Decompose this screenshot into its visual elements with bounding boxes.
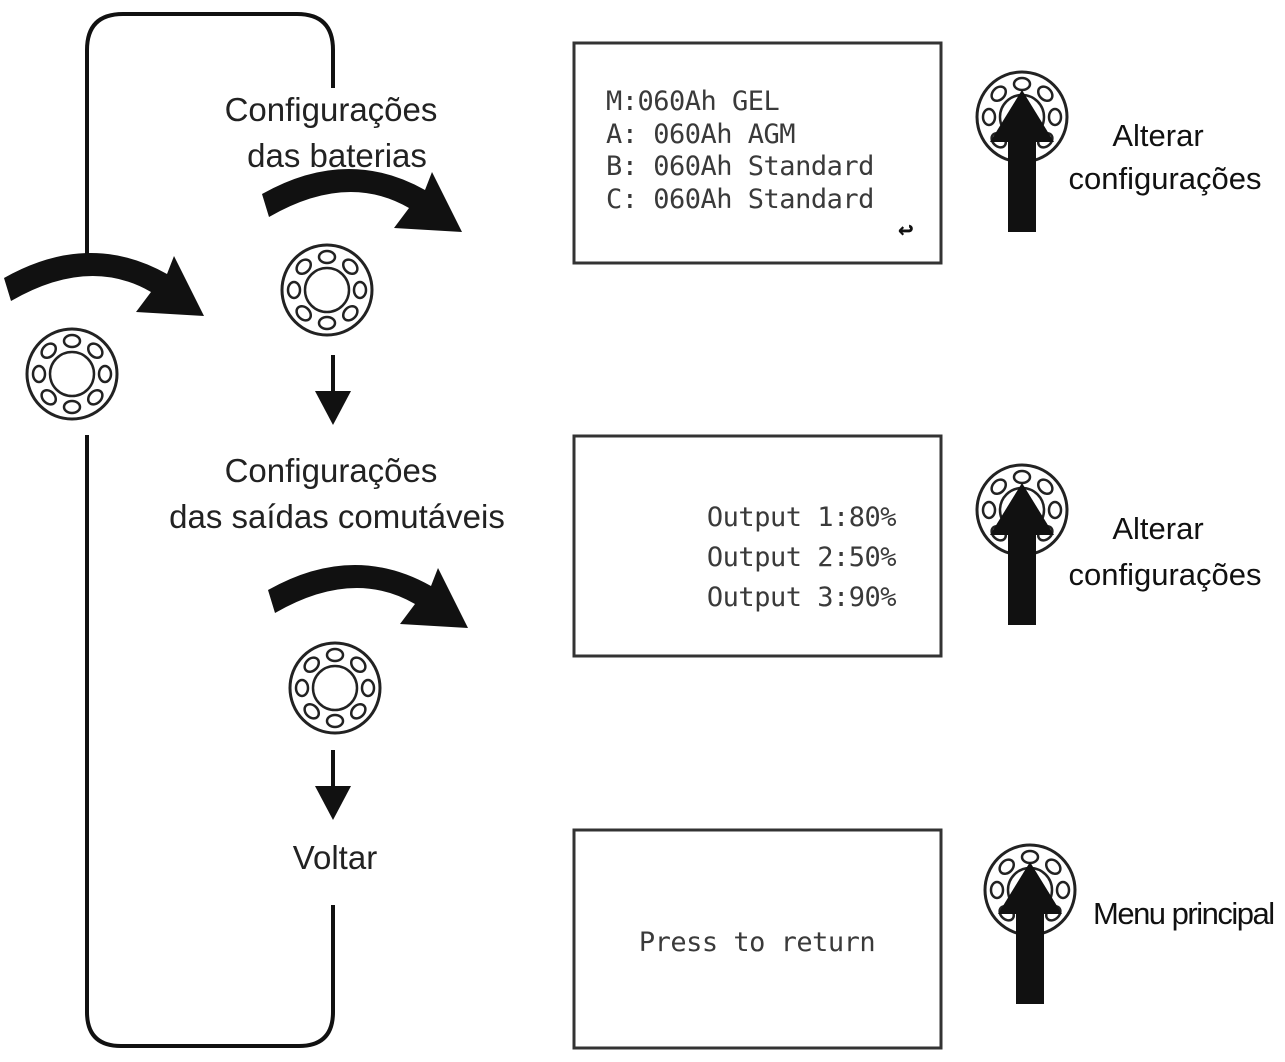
- down-arrow-icon: [315, 355, 351, 425]
- screen-line: M:060Ah GEL: [606, 86, 780, 117]
- outputs-press-control[interactable]: [975, 463, 1069, 625]
- screen-line: Output 2:50%: [707, 542, 896, 573]
- entry-rotate-control[interactable]: [4, 252, 204, 421]
- screen-line: Press to return: [639, 927, 875, 958]
- step-return-label: Voltar: [293, 839, 377, 876]
- battery-action-label-line1: Alterar: [1112, 118, 1203, 153]
- outputs-action-label-line1: Alterar: [1112, 511, 1203, 546]
- screen-line: A: 060Ah AGM: [606, 119, 795, 150]
- step-outputs-label-line2: das saídas comutáveis: [169, 498, 505, 535]
- battery-settings-screen: M:060Ah GEL A: 060Ah AGM B: 060Ah Standa…: [572, 41, 943, 265]
- rotate-arrow-icon: [268, 564, 468, 628]
- rotate-arrow-icon: [4, 252, 204, 316]
- return-screen: Press to return: [572, 828, 943, 1050]
- screen-line: C: 060Ah Standard: [606, 184, 874, 215]
- screen-line: Output 1:80%: [707, 502, 896, 533]
- rotary-knob-icon: [280, 243, 374, 337]
- screen-line: B: 060Ah Standard: [606, 151, 874, 182]
- enter-icon: ↩: [898, 215, 913, 245]
- screen-line: Output 3:90%: [707, 582, 896, 613]
- step-battery-label-line1: Configurações: [225, 91, 438, 128]
- battery-press-control[interactable]: [975, 70, 1069, 232]
- return-press-control[interactable]: [983, 843, 1077, 1004]
- outputs-settings-screen: Output 1:80% Output 2:50% Output 3:90%: [572, 434, 943, 658]
- rotate-arrow-icon: [262, 168, 462, 232]
- return-action-label: Menu principal: [1093, 896, 1274, 931]
- outputs-action-label-line2: configurações: [1068, 557, 1261, 592]
- battery-action-label-line2: configurações: [1068, 161, 1261, 196]
- step-outputs-label-line1: Configurações: [225, 452, 438, 489]
- battery-rotate-control[interactable]: [262, 168, 462, 337]
- menu-loop-bracket: [85, 12, 335, 1048]
- rotary-knob-icon: [25, 327, 119, 421]
- outputs-rotate-control[interactable]: [268, 564, 468, 735]
- down-arrow-icon: [315, 750, 351, 820]
- step-battery-label-line2: das baterias: [247, 137, 427, 174]
- rotary-knob-icon: [288, 641, 382, 735]
